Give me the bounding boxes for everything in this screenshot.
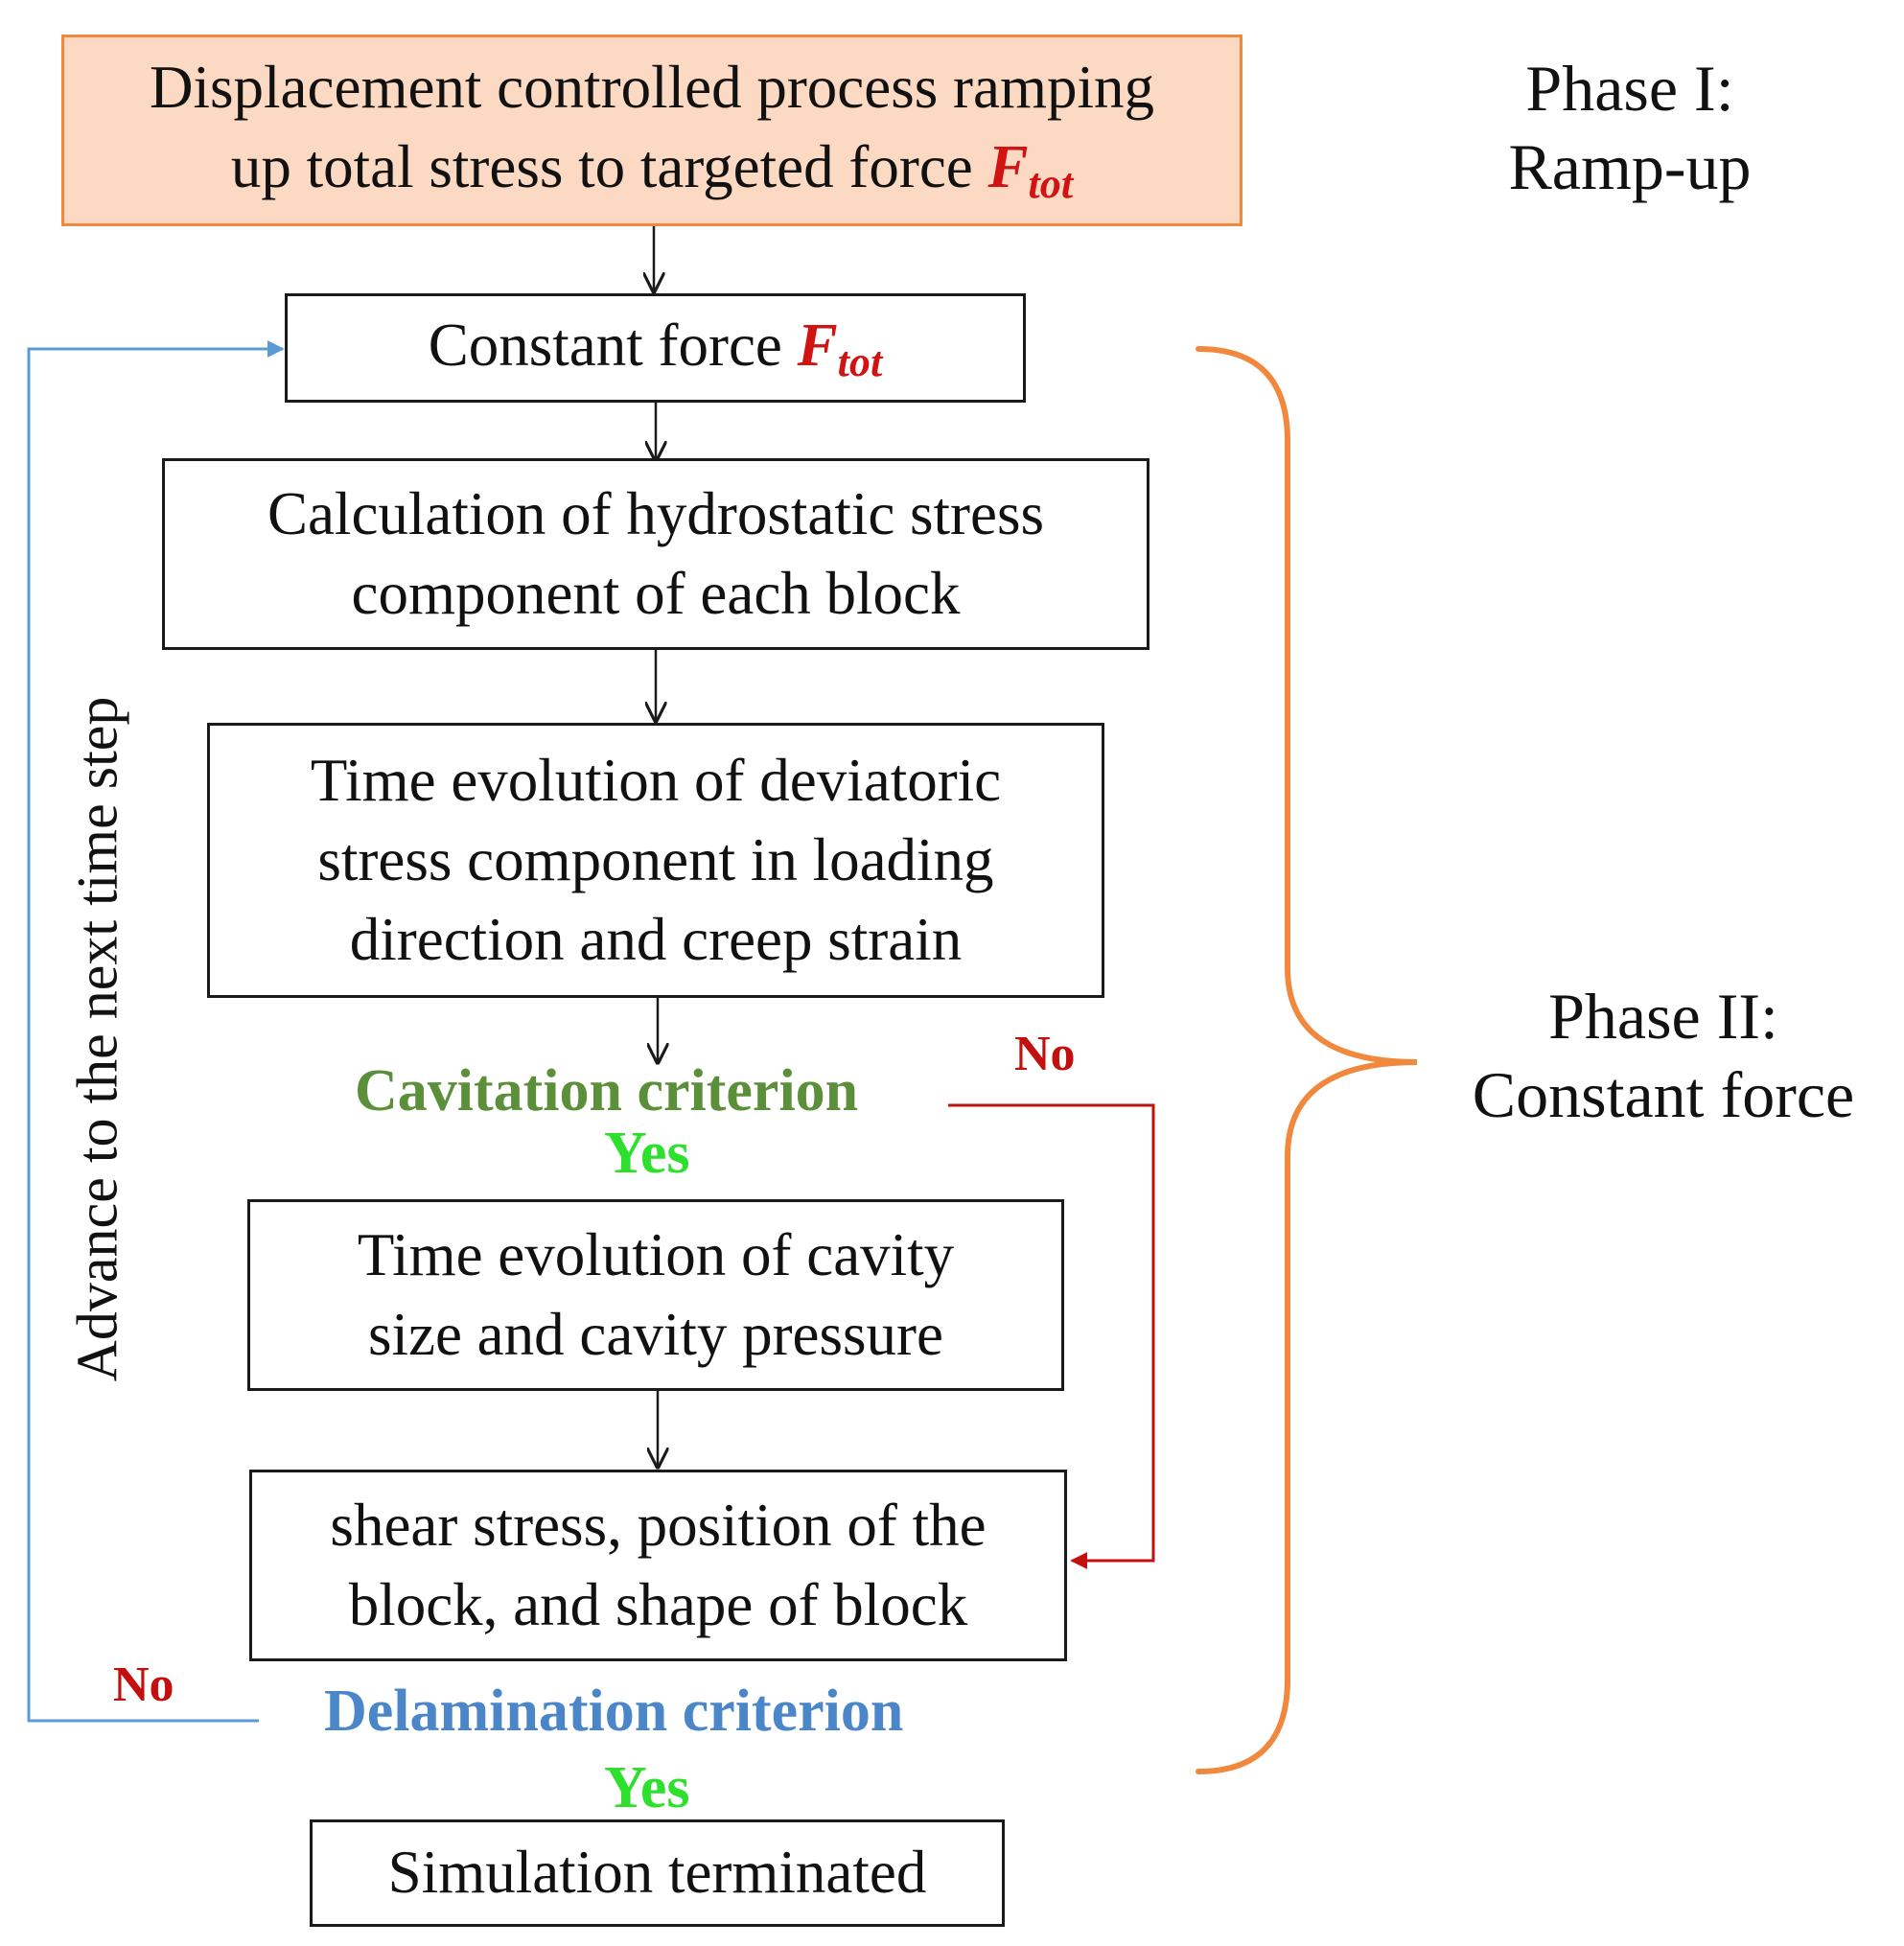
deviatoric-line-3: direction and creep strain — [349, 906, 963, 974]
shear-line-1: shear stress, position of the — [330, 1491, 987, 1559]
rampup-line-2: up total stress to targeted force Ftot — [230, 133, 1074, 208]
deviatoric-box: Time evolution of deviatoric stress comp… — [207, 723, 1104, 998]
rampup-box: Displacement controlled process ramping … — [61, 35, 1242, 226]
phase-two-brace — [1196, 346, 1418, 1774]
cavitation-yes-label: Yes — [604, 1121, 690, 1186]
ftot-symbol: Ftot — [987, 133, 1074, 208]
delamination-no-loop — [27, 340, 285, 1723]
hydrostatic-line-1: Calculation of hydrostatic stress — [267, 479, 1045, 547]
cavitation-criterion-label: Cavitation criterion — [355, 1058, 859, 1124]
shear-line-2: block, and shape of block — [348, 1571, 968, 1638]
hydrostatic-line-2: component of each block — [351, 560, 961, 627]
delamination-criterion-label: Delamination criterion — [324, 1679, 904, 1744]
deviatoric-line-1: Time evolution of deviatoric — [310, 746, 1002, 814]
hydrostatic-box: Calculation of hydrostatic stress compon… — [162, 458, 1149, 650]
terminated-box: Simulation terminated — [310, 1819, 1005, 1927]
constant-force-text: Constant force Ftot — [428, 311, 883, 385]
rampup-line-1: Displacement controlled process ramping — [150, 54, 1154, 122]
delamination-no-label: No — [113, 1657, 174, 1712]
cavity-line-1: Time evolution of cavity — [357, 1220, 955, 1288]
delamination-yes-label: Yes — [604, 1755, 690, 1820]
cavity-line-2: size and cavity pressure — [367, 1301, 943, 1368]
cavitation-no-path — [948, 1103, 1155, 1569]
cavitation-no-label: No — [1014, 1027, 1076, 1081]
phase-one-label: Phase I: Ramp-up — [1508, 52, 1752, 203]
constant-force-box: Constant force Ftot — [285, 293, 1026, 403]
terminated-text: Simulation terminated — [387, 1839, 927, 1907]
shear-box: shear stress, position of the block, and… — [249, 1470, 1067, 1661]
advance-time-step-label: Advance to the next time step — [65, 696, 129, 1382]
cavity-box: Time evolution of cavity size and cavity… — [247, 1199, 1064, 1391]
ftot-symbol: Ftot — [797, 311, 883, 385]
deviatoric-line-2: stress component in loading — [317, 825, 994, 893]
phase-two-label: Phase II: Constant force — [1472, 980, 1855, 1131]
